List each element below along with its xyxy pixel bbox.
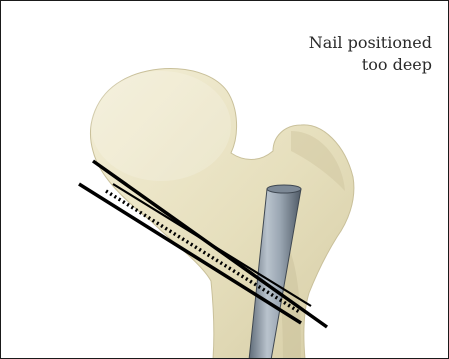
nail-top-cap (267, 185, 301, 193)
caption-text: Nail positioned too deep (232, 32, 432, 76)
caption-line-1: Nail positioned (232, 32, 432, 54)
caption-line-2: too deep (232, 54, 432, 76)
femoral-head-shade (91, 71, 231, 181)
